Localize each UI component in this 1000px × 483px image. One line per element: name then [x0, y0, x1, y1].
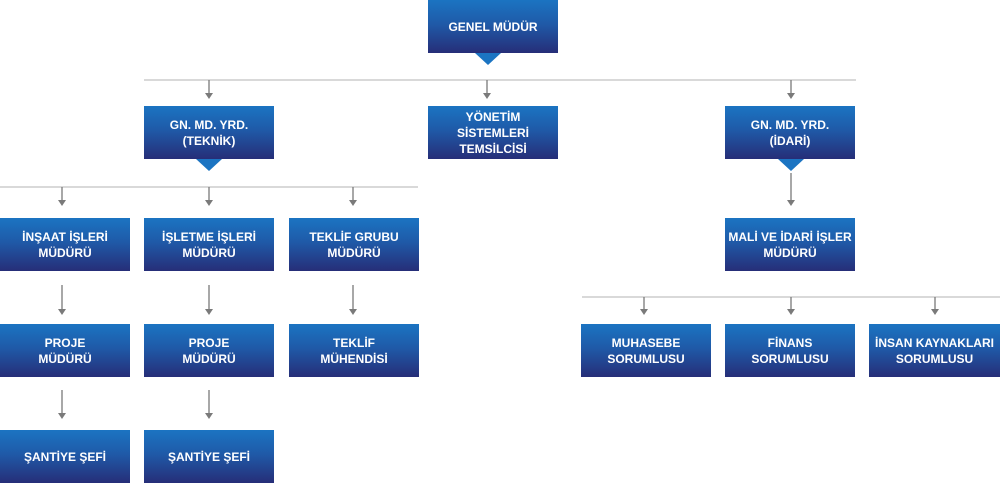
- insaat-isleri-muduru-box: İNŞAAT İŞLERİ MÜDÜRÜ: [0, 218, 130, 271]
- finans-sorumlusu-box: FİNANS SORUMLUSU: [725, 324, 855, 377]
- arrow-head: [931, 309, 939, 315]
- arrow-head: [349, 200, 357, 206]
- santiye-sefi-box: ŞANTİYE ŞEFİ: [0, 430, 130, 483]
- arrow-head: [58, 413, 66, 419]
- yonetim-sistemleri-box: YÖNETİM SİSTEMLERİ TEMSİLCİSİ: [428, 106, 558, 159]
- santiye-sefi-box: ŞANTİYE ŞEFİ: [144, 430, 274, 483]
- arrow-head: [787, 93, 795, 99]
- insan-kaynaklari-sorumlusu-box: İNSAN KAYNAKLARI SORUMLUSU: [869, 324, 1000, 377]
- teklif-grubu-muduru-box: TEKLİF GRUBU MÜDÜRÜ: [289, 218, 419, 271]
- proje-muduru-box: PROJE MÜDÜRÜ: [0, 324, 130, 377]
- gn-md-yrd-teknik-box: GN. MD. YRD. (TEKNİK): [144, 106, 274, 159]
- arrow-head: [58, 200, 66, 206]
- gn-md-yrd-teknik-tab: [196, 159, 222, 171]
- arrow-head: [787, 200, 795, 206]
- muhasebe-sorumlusu-box: MUHASEBE SORUMLUSU: [581, 324, 711, 377]
- arrow-head: [205, 200, 213, 206]
- arrow-head: [483, 93, 491, 99]
- genel-mudur-tab: [475, 53, 501, 65]
- teklif-muhendisi-box: TEKLİF MÜHENDİSİ: [289, 324, 419, 377]
- arrow-head: [349, 309, 357, 315]
- gn-md-yrd-idari-box: GN. MD. YRD. (İDARİ): [725, 106, 855, 159]
- gn-md-yrd-idari-tab: [778, 159, 804, 171]
- proje-muduru-box: PROJE MÜDÜRÜ: [144, 324, 274, 377]
- genel-mudur-box: GENEL MÜDÜR: [428, 0, 558, 53]
- arrow-head: [640, 309, 648, 315]
- mali-idari-isler-muduru-box: MALİ VE İDARİ İŞLER MÜDÜRÜ: [725, 218, 855, 271]
- arrow-head: [205, 93, 213, 99]
- arrow-head: [205, 309, 213, 315]
- arrow-head: [58, 309, 66, 315]
- isletme-isleri-muduru-box: İŞLETME İŞLERİ MÜDÜRÜ: [144, 218, 274, 271]
- arrow-head: [205, 413, 213, 419]
- arrow-head: [787, 309, 795, 315]
